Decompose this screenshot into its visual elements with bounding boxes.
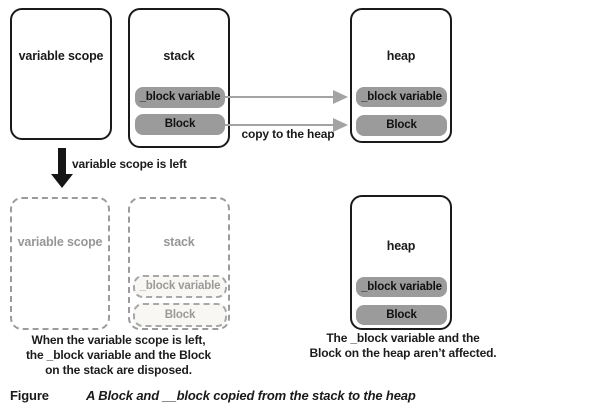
disposed-stack-title: stack — [163, 235, 195, 249]
disposed-stack-box: stack _block variable Block — [128, 197, 230, 330]
figure-label: Figure — [10, 388, 49, 403]
copy-arrow-head-icon-2 — [333, 118, 348, 132]
disposed-block-variable-item: _block variable — [133, 275, 227, 298]
disposed-block-item: Block — [133, 303, 227, 327]
disposed-variable-scope-title: variable scope — [17, 235, 103, 249]
heap-box: heap _block variable Block — [350, 8, 452, 143]
variable-scope-box: variable scope — [10, 8, 112, 140]
stack-box: stack _block variable Block — [128, 8, 230, 148]
caption-line: When the variable scope is left, — [31, 333, 206, 347]
heap-title: heap — [386, 49, 416, 63]
copy-arrow-line-1 — [225, 96, 334, 98]
variable-scope-title: variable scope — [18, 49, 104, 63]
scope-left-arrow-label: variable scope is left — [72, 157, 187, 171]
stack-title: stack — [163, 49, 195, 63]
scope-left-arrow-shaft — [58, 148, 66, 175]
stack-block-variable-item: _block variable — [135, 87, 225, 108]
stack-disposed-caption: When the variable scope is left, the _bl… — [16, 333, 221, 378]
caption-line: the _block variable and the Block — [25, 348, 212, 362]
heap-block-variable-item: _block variable — [356, 87, 447, 107]
copy-arrow-head-icon-1 — [333, 90, 348, 104]
caption-line: Block on the heap aren’t affected. — [309, 346, 497, 360]
stack-block-item: Block — [135, 114, 225, 135]
disposed-variable-scope-box: variable scope — [10, 197, 110, 330]
heap-after-box: heap _block variable Block — [350, 195, 452, 330]
heap-block-item: Block — [356, 115, 447, 136]
heap-after-block-item: Block — [356, 305, 447, 325]
scope-left-arrow-head-icon — [51, 174, 73, 188]
figure-caption-text: A Block and __block copied from the stac… — [86, 388, 416, 403]
copy-arrow-line-2 — [225, 124, 334, 126]
caption-line: The _block variable and the — [326, 331, 480, 345]
heap-after-title: heap — [386, 239, 416, 253]
heap-after-block-variable-item: _block variable — [356, 277, 447, 297]
caption-line: on the stack are disposed. — [45, 363, 192, 377]
heap-unaffected-caption: The _block variable and the Block on the… — [300, 331, 506, 361]
copy-arrow-label: copy to the heap — [241, 127, 335, 141]
